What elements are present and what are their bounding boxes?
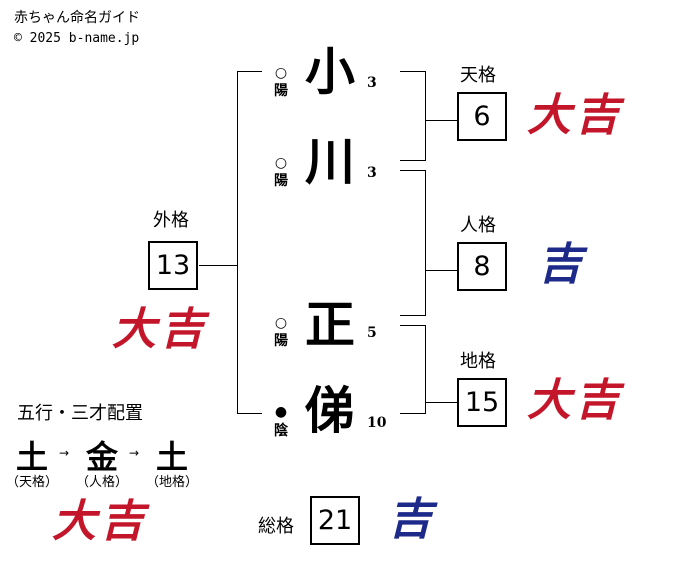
soukaku-fortune: 吉 bbox=[388, 494, 436, 545]
bracket-line bbox=[237, 71, 262, 72]
element-char: 土 bbox=[155, 438, 188, 476]
bracket-line bbox=[425, 71, 426, 161]
soukaku-label: 総格 bbox=[258, 516, 294, 537]
copyright: © 2025 b-name.jp bbox=[14, 31, 140, 46]
bracket-line bbox=[425, 270, 457, 271]
bracket-line bbox=[425, 402, 457, 403]
bracket-line bbox=[400, 160, 425, 161]
polarity-icon: ● bbox=[274, 404, 288, 420]
gaikaku-label: 外格 bbox=[153, 210, 189, 231]
bracket-line bbox=[237, 71, 238, 414]
polarity-icon: ○ bbox=[274, 65, 288, 81]
bracket-line bbox=[400, 170, 425, 171]
polarity-label: 陽 bbox=[274, 333, 288, 349]
stroke-count: 3 bbox=[367, 75, 377, 91]
gogyo-fortune: 大吉 bbox=[52, 496, 148, 547]
jinkaku-label: 人格 bbox=[460, 215, 496, 236]
gaikaku-fortune: 大吉 bbox=[112, 304, 208, 355]
bracket-line bbox=[400, 325, 425, 326]
name-char: 正 bbox=[305, 295, 355, 354]
polarity-label: 陰 bbox=[274, 423, 288, 439]
bracket-line bbox=[400, 315, 425, 316]
element-char: 土 bbox=[15, 438, 48, 476]
bracket-line bbox=[425, 325, 426, 414]
gogyo-title: 五行・三才配置 bbox=[17, 403, 143, 424]
polarity-label: 陽 bbox=[274, 173, 288, 189]
element-char: 金 bbox=[85, 438, 118, 476]
stroke-count: 5 bbox=[367, 325, 377, 341]
tenkaku-label: 天格 bbox=[460, 65, 496, 86]
gaikaku-value: 13 bbox=[148, 241, 198, 290]
element-label: （人格） bbox=[75, 475, 128, 490]
bracket-line bbox=[425, 120, 457, 121]
stroke-count: 10 bbox=[367, 415, 387, 431]
bracket-line bbox=[400, 71, 425, 72]
chikaku-value: 15 bbox=[457, 378, 507, 427]
stroke-count: 3 bbox=[367, 165, 377, 181]
chikaku-label: 地格 bbox=[460, 351, 496, 372]
jinkaku-fortune: 吉 bbox=[538, 239, 586, 290]
jinkaku-value: 8 bbox=[457, 242, 507, 291]
chikaku-fortune: 大吉 bbox=[527, 375, 623, 426]
polarity-icon: ○ bbox=[274, 155, 288, 171]
element-label: （天格） bbox=[5, 475, 58, 490]
bracket-line bbox=[199, 265, 237, 266]
arrow-icon: → bbox=[129, 446, 140, 460]
polarity-label: 陽 bbox=[274, 83, 288, 99]
name-char: 小 bbox=[305, 42, 355, 101]
tenkaku-fortune: 大吉 bbox=[527, 90, 623, 141]
tenkaku-value: 6 bbox=[457, 92, 507, 141]
bracket-line bbox=[237, 413, 262, 414]
arrow-icon: → bbox=[59, 446, 70, 460]
polarity-icon: ○ bbox=[274, 315, 288, 331]
app-title: 赤ちゃん命名ガイド bbox=[14, 10, 140, 26]
bracket-line bbox=[400, 413, 425, 414]
soukaku-value: 21 bbox=[310, 496, 360, 545]
name-char: 俤 bbox=[305, 381, 355, 440]
bracket-line bbox=[425, 170, 426, 316]
name-char: 川 bbox=[305, 132, 355, 191]
element-label: （地格） bbox=[145, 475, 198, 490]
